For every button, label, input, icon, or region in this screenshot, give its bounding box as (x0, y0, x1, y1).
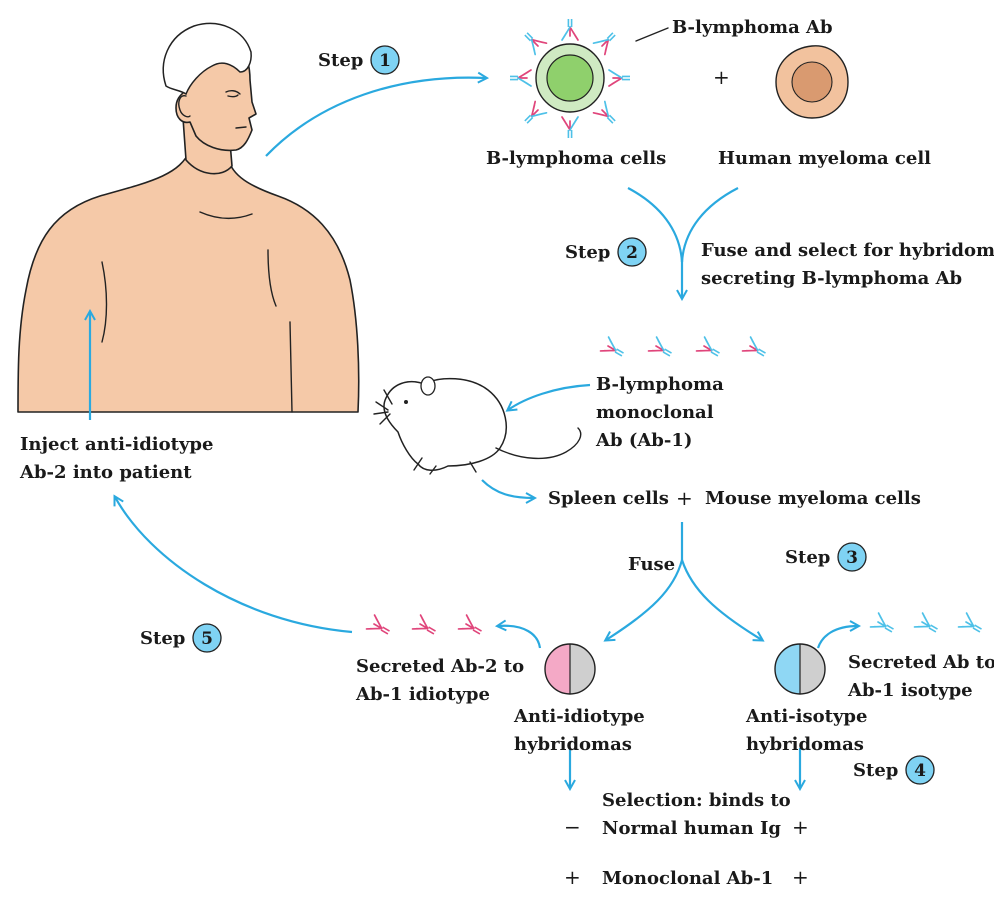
normal-ig-sign-right: + (792, 815, 809, 839)
step-4-badge: Step 4 (853, 756, 934, 784)
b-lymphoma-ab-label: B-lymphoma Ab (672, 17, 833, 38)
inject-line1: Inject anti-idiotype (20, 434, 213, 455)
monoclonal-line2: monoclonal (596, 402, 714, 423)
step-1-label: Step (318, 50, 363, 71)
mouse-myeloma-label: Mouse myeloma cells (705, 488, 921, 509)
human-myeloma-cell (776, 46, 848, 118)
secreted-ab2-line2: Ab-1 idiotype (355, 684, 490, 705)
fuse-select-line2: secreting B-lymphoma Ab (701, 268, 962, 289)
secreted-ab-line1: Secreted Ab to (848, 652, 994, 673)
step-3-badge: Step 3 (785, 543, 866, 571)
patient-figure (18, 24, 359, 412)
mono-ab1-sign-right: + (792, 865, 809, 889)
monoclonal-ab1-label: Monoclonal Ab-1 (602, 868, 773, 889)
b-lymphoma-cells-label: B-lymphoma cells (486, 148, 666, 169)
step-1-number: 1 (379, 51, 391, 71)
secreted-ab2-antibodies (367, 615, 485, 639)
human-myeloma-cell-label: Human myeloma cell (718, 148, 931, 169)
arrow-to-spleen (482, 480, 534, 498)
patient-mouth (236, 127, 246, 128)
monoclonal-line3: Ab (Ab-1) (595, 430, 692, 451)
inject-line2: Ab-2 into patient (19, 462, 192, 483)
b-lymphoma-cell (510, 19, 630, 138)
step-2-number: 2 (626, 243, 638, 263)
arrow-secrete-right (818, 626, 858, 648)
step-3-number: 3 (846, 548, 858, 568)
step-2-badge: Step 2 (565, 238, 646, 266)
anti-idiotype-hybridoma (545, 644, 595, 694)
spleen-cells-label: Spleen cells (548, 488, 669, 509)
step-5-number: 5 (201, 629, 213, 649)
arrow-step5 (115, 497, 352, 632)
b-lymphoma-ab-pointer (636, 28, 668, 41)
normal-ig-sign-left: − (564, 815, 581, 839)
secreted-ab2-line1: Secreted Ab-2 to (356, 656, 524, 677)
anti-isotype-line1: Anti-isotype (745, 706, 867, 727)
arrow-to-mouse (508, 385, 590, 410)
step-5-badge: Step 5 (140, 624, 221, 652)
monoclonal-line1: B-lymphoma (596, 374, 724, 395)
monoclonal-antibodies (601, 337, 769, 361)
selection-label: Selection: binds to (602, 790, 791, 811)
step-1-badge: Step 1 (318, 46, 399, 74)
anti-idiotype-line2: hybridomas (514, 734, 632, 755)
plus-top: + (713, 65, 730, 89)
patient-torso (18, 150, 359, 412)
arrow-fuse-right (682, 560, 762, 640)
fuse-select-line1: Fuse and select for hybridoma (701, 240, 994, 261)
step-3-label: Step (785, 547, 830, 568)
anti-idiotype-line1: Anti-idiotype (513, 706, 645, 727)
secreted-ab-line2: Ab-1 isotype (847, 680, 973, 701)
arrow-secrete-left (498, 626, 540, 648)
step-5-label: Step (140, 628, 185, 649)
anti-isotype-line2: hybridomas (746, 734, 864, 755)
secreted-isotype-antibodies (871, 613, 985, 637)
mono-ab1-sign-left: + (564, 865, 581, 889)
step-2-label: Step (565, 242, 610, 263)
step-4-label: Step (853, 760, 898, 781)
normal-human-ig-label: Normal human Ig (602, 818, 781, 839)
step-4-number: 4 (914, 761, 926, 781)
arrow-step1 (266, 78, 486, 156)
fuse-label: Fuse (628, 554, 675, 575)
anti-isotype-hybridoma (775, 644, 825, 694)
plus-mid: + (676, 486, 693, 510)
